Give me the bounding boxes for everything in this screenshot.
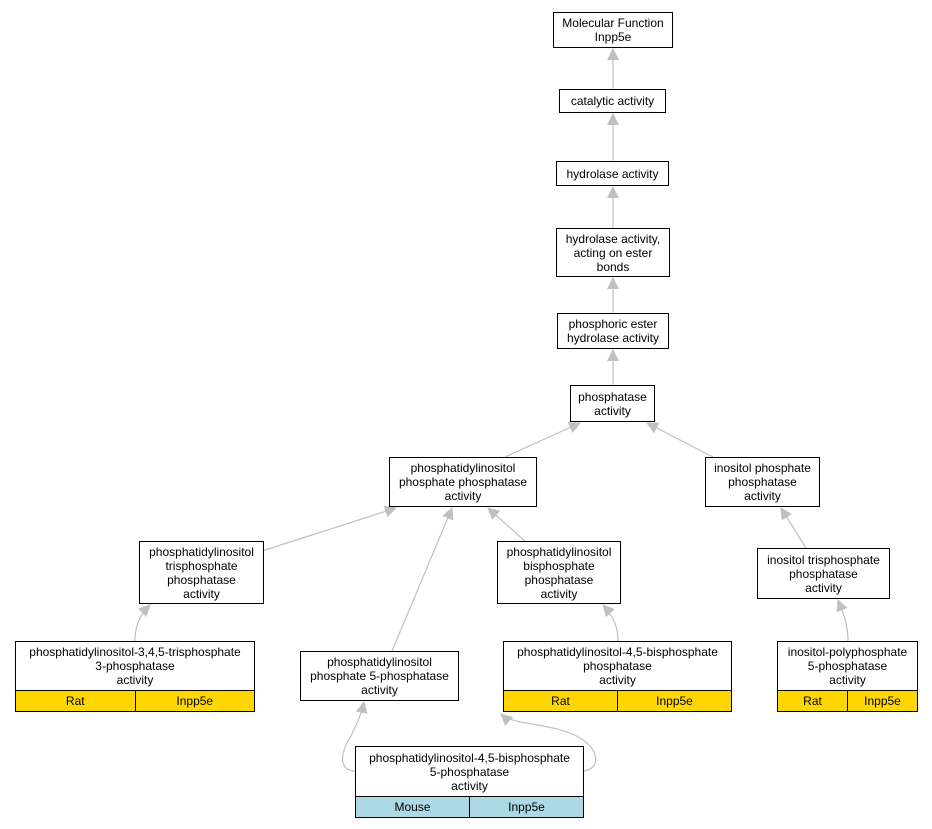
node-pi-bisphosphate-phosphatase[interactable]: phosphatidylinositol bisphosphate phosph…	[497, 541, 621, 604]
node-pi-phosphate-phosphatase[interactable]: phosphatidylinositol phosphate phosphata…	[389, 457, 537, 507]
gene-badge: Inpp5e	[847, 691, 917, 711]
node-label: inositol trisphosphate phosphatase activ…	[767, 552, 880, 595]
node-label: Molecular Function Inpp5e	[562, 16, 664, 44]
node-label: phosphoric ester hydrolase activity	[566, 317, 660, 345]
edge-pi45-5-to-pi45	[500, 713, 597, 772]
node-label: phosphatidylinositol bisphosphate phosph…	[506, 544, 612, 601]
edge-inositol-poly-to-inositol-tris	[836, 599, 849, 642]
node-label: inositol-polyphosphate 5-phosphatase act…	[787, 645, 908, 687]
node-catalytic-activity[interactable]: catalytic activity	[559, 89, 666, 113]
node-label: phosphatidylinositol phosphate 5-phospha…	[310, 655, 449, 697]
species-badge: Rat	[504, 691, 617, 711]
species-badge: Mouse	[356, 797, 469, 817]
node-label: phosphatidylinositol-3,4,5-trisphosphate…	[29, 645, 241, 687]
annotation-row: Rat Inpp5e	[16, 690, 254, 711]
node-pi-trisphosphate-phosphatase[interactable]: phosphatidylinositol trisphosphate phosp…	[139, 541, 264, 604]
node-label: phosphatase activity	[578, 389, 647, 418]
node-label: hydrolase activity	[566, 166, 659, 181]
node-label: phosphatidylinositol phosphate phosphata…	[398, 461, 528, 503]
node-pi45-5-phosphatase[interactable]: phosphatidylinositol-4,5-bisphosphate 5-…	[355, 746, 584, 818]
edge-inositol-tris-to-inositol-phosphate	[780, 507, 807, 549]
edge-pi45-5-to-pi5	[342, 701, 368, 772]
node-label: inositol phosphate phosphatase activity	[714, 461, 811, 503]
node-pi345-3-phosphatase[interactable]: phosphatidylinositol-3,4,5-trisphosphate…	[15, 641, 255, 712]
node-molecular-function[interactable]: Molecular Function Inpp5e	[553, 12, 673, 48]
node-pi45-phosphatase[interactable]: phosphatidylinositol-4,5-bisphosphate ph…	[503, 641, 732, 712]
edge-pi45-to-pi-bis	[602, 604, 619, 642]
node-hydrolase-activity[interactable]: hydrolase activity	[556, 161, 669, 186]
edge-inositol-phosphate-to-phosphatase	[646, 422, 714, 458]
annotation-row: Rat Inpp5e	[504, 690, 731, 711]
edge-pi345-to-pi-tris	[134, 604, 151, 642]
node-label: phosphatidylinositol-4,5-bisphosphate ph…	[517, 645, 718, 687]
node-label: hydrolase activity, acting on ester bond…	[565, 231, 661, 274]
edge-pi-phosphate-to-phosphatase	[504, 422, 581, 458]
gene-badge: Inpp5e	[134, 691, 254, 711]
node-phosphoric-ester[interactable]: phosphoric ester hydrolase activity	[557, 313, 669, 349]
node-label: phosphatidylinositol trisphosphate phosp…	[149, 544, 254, 601]
node-pi-phosphate-5-phosphatase[interactable]: phosphatidylinositol phosphate 5-phospha…	[300, 651, 459, 701]
node-inositol-trisphosphate-phosphatase[interactable]: inositol trisphosphate phosphatase activ…	[757, 548, 890, 599]
gene-badge: Inpp5e	[617, 691, 731, 711]
node-label: catalytic activity	[570, 94, 655, 108]
node-hydrolase-ester[interactable]: hydrolase activity, acting on ester bond…	[556, 228, 670, 277]
edge-pi5-to-pi-phosphate	[391, 507, 454, 652]
species-badge: Rat	[16, 691, 135, 711]
annotation-row: Mouse Inpp5e	[356, 796, 583, 817]
edge-pi-bis-to-pi-phosphate	[487, 507, 528, 544]
node-label: phosphatidylinositol-4,5-bisphosphate 5-…	[369, 750, 570, 793]
annotation-row: Rat Inpp5e	[778, 690, 917, 711]
edge-pi-tris-to-pi-phosphate	[261, 505, 397, 552]
node-phosphatase[interactable]: phosphatase activity	[570, 385, 655, 422]
node-inositol-polyphosphate-5[interactable]: inositol-polyphosphate 5-phosphatase act…	[777, 641, 918, 712]
gene-badge: Inpp5e	[469, 797, 583, 817]
species-badge: Rat	[778, 691, 847, 711]
node-inositol-phosphate-phosphatase[interactable]: inositol phosphate phosphatase activity	[705, 457, 820, 507]
